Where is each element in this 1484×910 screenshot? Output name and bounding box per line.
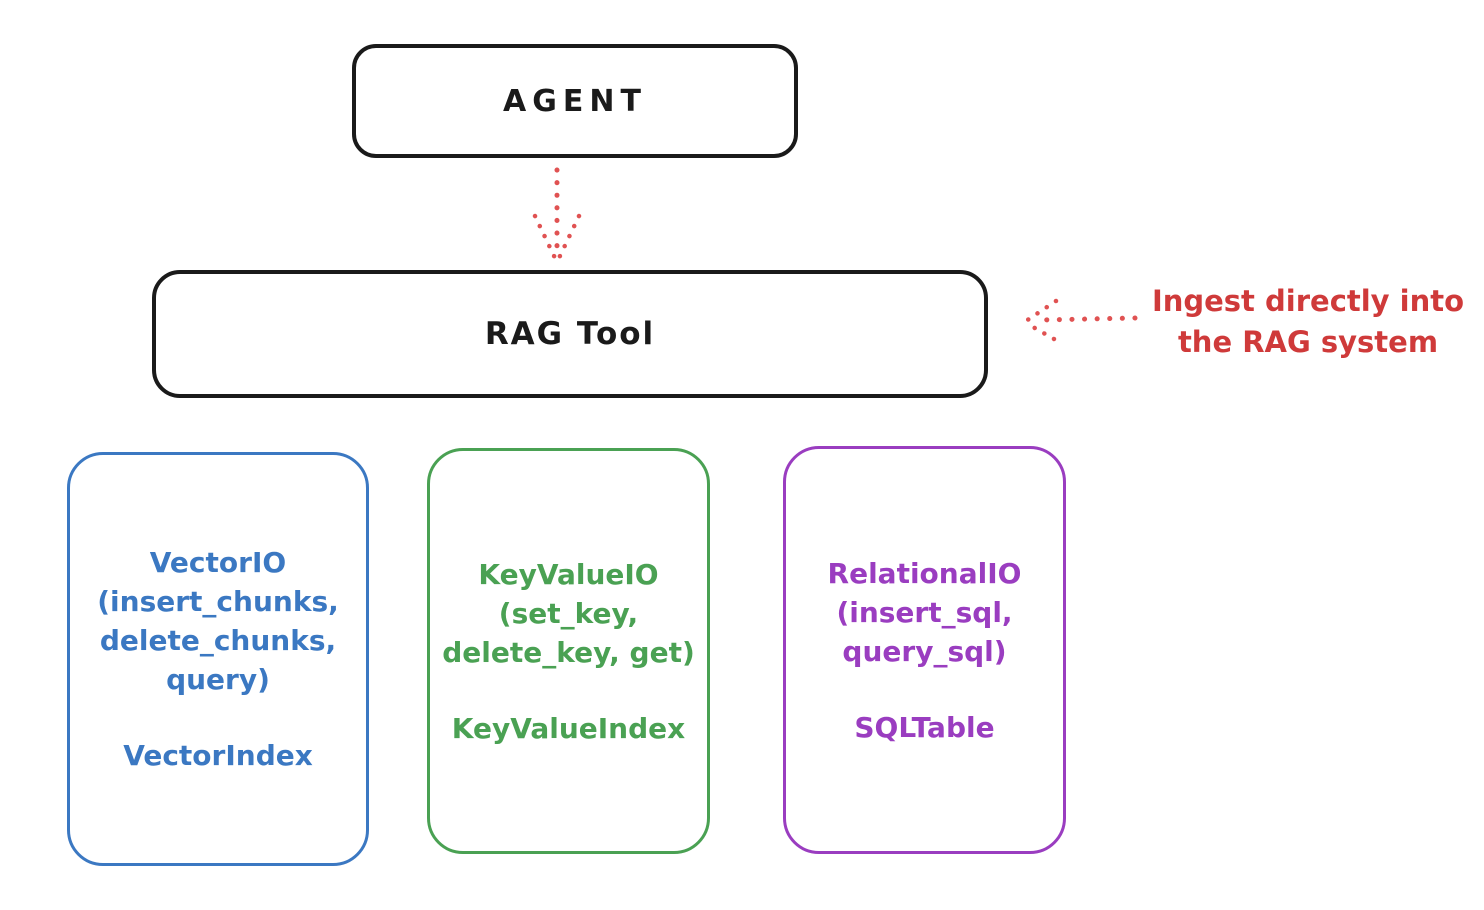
spacer bbox=[70, 699, 366, 736]
spacer bbox=[430, 672, 707, 709]
vectorio-title: VectorIO bbox=[149, 546, 287, 579]
arrow-head-right bbox=[556, 213, 582, 261]
keyvalueio-title: KeyValueIO bbox=[478, 557, 659, 591]
agent-node: AGENT bbox=[352, 44, 798, 158]
agent-label: AGENT bbox=[503, 83, 647, 119]
vectorio-node: VectorIO (insert_chunks, delete_chunks, … bbox=[67, 452, 369, 866]
relationalio-title: RelationalIO bbox=[827, 556, 1022, 590]
vectorio-index-label: VectorIndex bbox=[123, 739, 313, 772]
arrow-shaft bbox=[1037, 315, 1138, 323]
keyvalueio-method-line: delete_key, get) bbox=[442, 635, 695, 669]
ingest-annotation-line1: Ingest directly into bbox=[1151, 284, 1465, 318]
keyvalueio-node: KeyValueIO (set_key, delete_key, get) Ke… bbox=[427, 448, 710, 854]
relationalio-method-line: (insert_sql, bbox=[836, 595, 1013, 629]
ingest-annotation: Ingest directly into the RAG system bbox=[1143, 281, 1473, 363]
relationalio-method-line: query_sql) bbox=[842, 634, 1007, 668]
rag-tool-node: RAG Tool bbox=[152, 270, 988, 398]
vectorio-method-line: (insert_chunks, bbox=[97, 585, 339, 618]
vectorio-method-line: query) bbox=[166, 663, 270, 696]
keyvalueio-method-line: (set_key, bbox=[498, 596, 639, 630]
relationalio-node: RelationalIO (insert_sql, query_sql) SQL… bbox=[783, 446, 1066, 854]
spacer bbox=[786, 671, 1063, 708]
arrow-head-top bbox=[1023, 298, 1059, 324]
agent-to-rag-arrow bbox=[532, 167, 582, 261]
relationalio-index-label: SQLTable bbox=[854, 710, 995, 744]
ingest-arrow bbox=[1023, 298, 1138, 342]
rag-tool-label: RAG Tool bbox=[484, 316, 656, 352]
arrow-head-bottom bbox=[1023, 320, 1057, 342]
ingest-annotation-line2: the RAG system bbox=[1177, 325, 1439, 359]
vectorio-method-line: delete_chunks, bbox=[99, 624, 337, 657]
keyvalueio-index-label: KeyValueIndex bbox=[451, 711, 686, 745]
arrow-head-left bbox=[532, 213, 558, 261]
